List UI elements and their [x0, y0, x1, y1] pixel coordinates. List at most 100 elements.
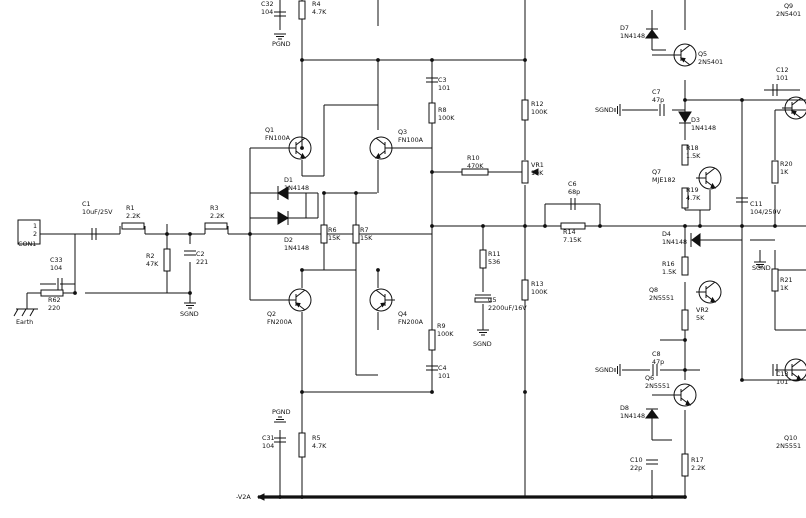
junction-dot — [376, 58, 380, 62]
junction-dot — [430, 58, 434, 62]
label-v2a: -V2A — [236, 493, 251, 501]
label-r4: R4 — [312, 0, 321, 8]
label-r8: R8 — [438, 106, 447, 114]
label-sgnd-c8: SGND — [595, 366, 614, 374]
resistor-r62 — [40, 289, 64, 297]
earth-symbol — [21, 308, 27, 317]
resistor-r8 — [428, 102, 436, 124]
transistor-q4 — [380, 302, 387, 308]
label-d1: 1N4148 — [284, 184, 309, 192]
label-d2: D2 — [284, 236, 293, 244]
junction-dot — [683, 368, 687, 372]
diode-d2 — [277, 211, 289, 225]
potentiometer-vr2 — [681, 309, 689, 331]
junction-dot — [376, 268, 380, 272]
label-c12: C12 — [776, 66, 789, 74]
label-r10: 470K — [467, 162, 484, 170]
label-r1: 2.2K — [126, 212, 141, 220]
label-r6: R6 — [328, 226, 337, 234]
label-r20: 1K — [780, 168, 789, 176]
label-c32: C32 — [261, 0, 274, 8]
label-r20: R20 — [780, 160, 793, 168]
transistor-q5 — [680, 44, 691, 53]
junction-dot — [773, 224, 777, 228]
junction-dot — [322, 191, 326, 195]
label-sgnd-c5: SGND — [473, 340, 492, 348]
transistor-q3 — [375, 137, 386, 146]
label-c1: 10uF/25V — [82, 208, 113, 216]
transistor-q9-partial — [791, 97, 802, 106]
label-sgnd-c7: SGND — [595, 106, 614, 114]
diode-d1 — [277, 186, 289, 200]
junction-dot — [300, 146, 304, 150]
resistor-r4 — [298, 0, 306, 20]
transistor-q7 — [710, 182, 716, 189]
label-r18: R18 — [686, 144, 699, 152]
label-r5: 4.7K — [312, 442, 327, 450]
label-q3: FN100A — [398, 136, 424, 144]
transistor-q2 — [294, 302, 301, 308]
label-r5: R5 — [312, 434, 321, 442]
label-q3: Q3 — [398, 128, 407, 136]
transistor-q10-partial — [791, 359, 802, 368]
label-c33: 104 — [50, 264, 62, 272]
label-r14: 7.15K — [563, 236, 582, 244]
resistor-r3 — [204, 222, 228, 230]
label-r2: R2 — [146, 252, 155, 260]
labels: C32104R44.7KPGNDD71N4148Q52N5401Q92N5401… — [16, 0, 801, 501]
label-c31: 104 — [262, 442, 274, 450]
label-sgnd-mid: SGND — [752, 264, 771, 272]
resistor-r2 — [163, 248, 171, 272]
potentiometer-vr1 — [521, 160, 529, 184]
label-q2: FN200A — [267, 318, 293, 326]
resistor-r7 — [352, 224, 360, 244]
resistor-r19 — [681, 187, 689, 209]
transistor-q5 — [679, 57, 686, 63]
junction-dot — [300, 495, 304, 499]
label-r11: 536 — [488, 258, 500, 266]
transistor-q1 — [300, 152, 306, 159]
label-c7: 47p — [652, 96, 664, 104]
junction-dot — [698, 224, 702, 228]
junction-dot — [683, 338, 687, 342]
label-q10: Q10 — [784, 434, 797, 442]
capacitor-c5 — [474, 297, 492, 303]
label-c3: C3 — [438, 76, 447, 84]
label-c13: 101 — [776, 378, 788, 386]
label-d2: 1N4148 — [284, 244, 309, 252]
resistor-r11 — [479, 249, 487, 269]
label-r19: 4.7K — [686, 194, 701, 202]
resistor-r18 — [681, 144, 689, 166]
label-r19: R19 — [686, 186, 699, 194]
junction-dot — [740, 378, 744, 382]
label-r1: R1 — [126, 204, 135, 212]
label-r21: 1K — [780, 284, 789, 292]
junction-dot — [300, 268, 304, 272]
junction-dot — [740, 224, 744, 228]
label-d4: D4 — [662, 230, 671, 238]
label-r3: R3 — [210, 204, 219, 212]
junction-dot — [248, 232, 252, 236]
label-r14: R14 — [563, 228, 576, 236]
label-vr2: 5K — [696, 314, 705, 322]
label-q1: Q1 — [265, 126, 274, 134]
label-c32: 104 — [261, 8, 273, 16]
label-q8: Q8 — [649, 286, 658, 294]
diode-d7 — [645, 29, 659, 39]
label-q4: Q4 — [398, 310, 407, 318]
label-vr1: VR1 — [531, 161, 544, 169]
label-c11: C11 — [750, 200, 763, 208]
label-r16: 1.5K — [662, 268, 677, 276]
transistor-q6 — [680, 384, 691, 393]
transistor-q8 — [705, 281, 716, 290]
resistor-r6 — [320, 224, 328, 244]
label-d4: 1N4148 — [662, 238, 687, 246]
resistor-r16 — [681, 256, 689, 276]
label-q5: 2N5401 — [698, 58, 723, 66]
junction-dot — [481, 224, 485, 228]
potentiometer-vr1 — [530, 168, 539, 176]
label-c2: 221 — [196, 258, 208, 266]
junction-dot — [598, 224, 602, 228]
junction-dot — [430, 170, 434, 174]
